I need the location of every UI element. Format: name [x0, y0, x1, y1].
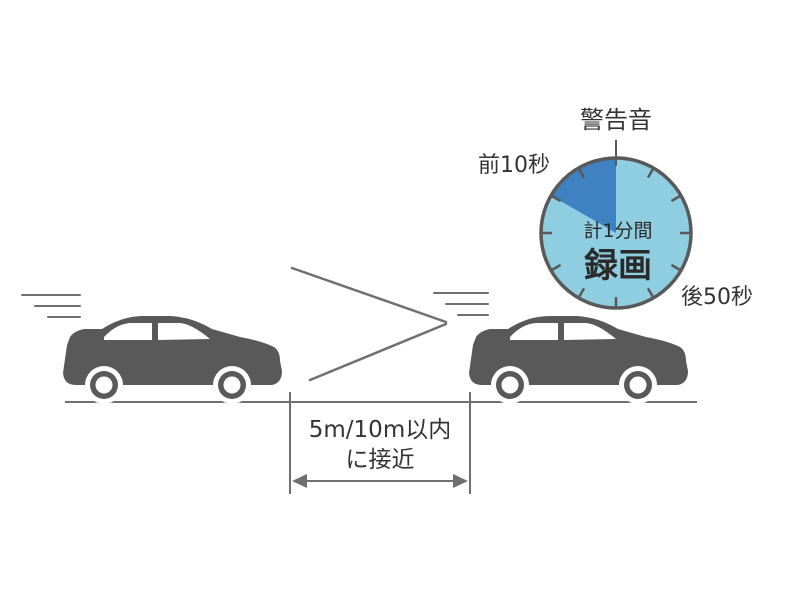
clock-center-line2: 録画 — [584, 246, 652, 286]
detection-cone — [290, 266, 448, 382]
clock-tick — [670, 194, 681, 203]
distance-arrow-right — [453, 474, 468, 488]
speed-lines-left — [21, 294, 81, 318]
clock-center-line1: 計1分間 — [583, 220, 652, 242]
clock-after-label: 後50秒 — [681, 285, 753, 310]
clock-tick — [551, 194, 562, 203]
distance-label-line1: 5m/10m以内 — [309, 417, 451, 443]
clock-tick — [577, 287, 586, 298]
clock-tick — [670, 263, 681, 272]
speed-lines-right — [433, 292, 489, 316]
clock-tick — [646, 168, 655, 179]
recording-car — [469, 316, 688, 404]
distance-arrow-left — [292, 474, 307, 488]
clock-tick — [551, 263, 562, 272]
clock-tick — [577, 168, 586, 179]
approaching-car — [63, 316, 282, 404]
recording-clock — [539, 140, 693, 310]
clock-top-label: 警告音 — [580, 106, 652, 134]
clock-tick — [646, 287, 655, 298]
distance-label-line2: に接近 — [346, 447, 415, 473]
clock-before-label: 前10秒 — [478, 153, 550, 178]
distance-bracket — [289, 392, 471, 494]
clock-ticks — [542, 168, 690, 307]
